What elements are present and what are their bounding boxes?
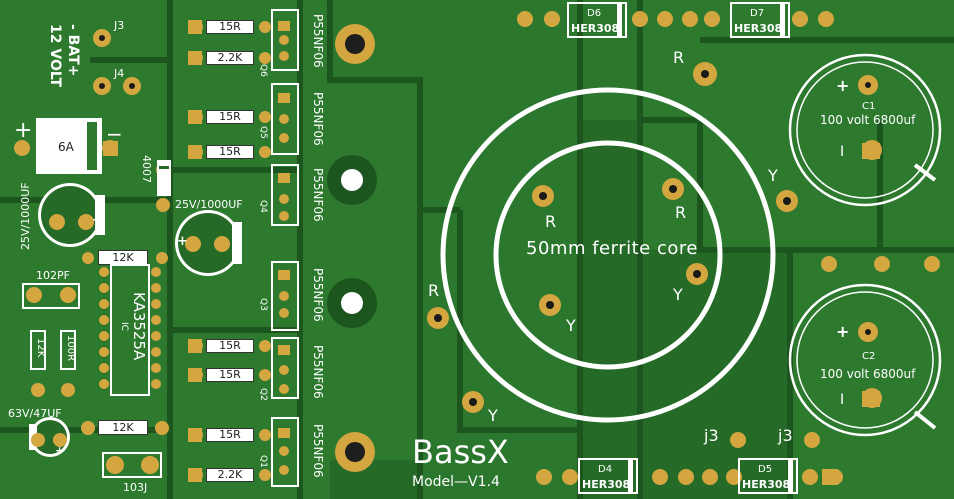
diode-d6-body: D6 HER308 [567, 2, 627, 38]
diode-d6-part: HER308 [571, 22, 620, 35]
resistor-15r-q5a: 15R [206, 110, 254, 124]
transformer-r-outer-top: R [673, 48, 685, 67]
diode-d5-body: D5 HER308 [738, 458, 798, 494]
fuse-rating: 6A [58, 140, 74, 154]
diode-4007-body [157, 160, 171, 196]
c2-plus-mark: + [836, 322, 850, 341]
diode-d4-body: D4 HER308 [578, 458, 638, 494]
resistor-12k-bottom: 12K [98, 420, 148, 435]
cap-63v-plus: + [55, 444, 65, 457]
diode-d5-part: HER308 [742, 478, 791, 491]
mosfet-q4-label: Q4 [258, 200, 268, 213]
mosfet-q1-part: P55NF06 [311, 424, 325, 478]
c2-name: C2 [862, 351, 876, 362]
mosfet-q5-label: Q5 [258, 126, 268, 139]
c1-name: C1 [862, 101, 876, 112]
mosfet-q6-label: Q6 [258, 64, 268, 77]
brand-model: Model—V1.4 [412, 474, 500, 490]
resistor-100r-vertical-label: 100R [65, 335, 76, 362]
mosfet-q3-part: P55NF06 [311, 268, 325, 322]
resistor-15r-q2b: 15R [206, 368, 254, 382]
mosfet-q5-part: P55NF06 [311, 92, 325, 146]
cap-25v-left-plus: + [92, 213, 103, 228]
diode-d7-body: D7 HER308 [730, 2, 790, 38]
ic-part-label: KA3525A [130, 292, 148, 361]
cap-102-body [22, 283, 80, 309]
c1-pin-mark: I [840, 144, 845, 160]
cap-103j-body [102, 452, 162, 478]
resistor-15r-q2a: 15R [206, 339, 254, 353]
transformer-y-inner-bottom: Y [566, 316, 576, 335]
resistor-15r-q1: 15R [206, 428, 254, 442]
cap-63v-label: 63V/47UF [8, 407, 62, 420]
transformer-r-inner-right: R [675, 203, 687, 222]
fuse-body: 6A [36, 118, 102, 174]
cap-103j-label: 103J [123, 481, 148, 494]
diode-d6-label: D6 [587, 8, 602, 19]
ic-ka3525a-body: KA3525A IC [110, 264, 150, 396]
jumper-j4-label: J4 [114, 67, 125, 80]
fuse-plus-mark: + [14, 118, 33, 143]
battery-label-polarity: - BAT+ [65, 24, 81, 77]
mosfet-q3-label: Q3 [258, 298, 268, 311]
mosfet-q1-label: Q1 [258, 455, 268, 468]
resistor-15r-q5b: 15R [206, 145, 254, 159]
jumper-j3-bottom-2: j3 [778, 426, 793, 445]
diode-d7-label: D7 [750, 8, 765, 19]
diode-d7-part: HER308 [734, 22, 783, 35]
mosfet-q6-part: P55NF06 [311, 14, 325, 68]
c1-value: 100 volt 6800uf [820, 113, 916, 127]
c2-value: 100 volt 6800uf [820, 367, 916, 381]
resistor-15r-q6: 15R [206, 20, 254, 34]
transformer-y-outer-bottom: Y [488, 406, 498, 425]
transformer-r-inner-left: R [545, 212, 557, 231]
jumper-j3-label: J3 [114, 19, 125, 32]
brand-name: BassX [412, 433, 509, 471]
fuse-minus-mark: − [106, 122, 123, 146]
battery-label-voltage: 12 VOLT [47, 24, 63, 87]
diode-d4-label: D4 [598, 464, 613, 475]
cap-25v-mid-plus: + [177, 234, 188, 249]
ic-tag-label: IC [119, 322, 129, 331]
resistor-100r-vertical: 100R [60, 330, 76, 370]
resistor-12k-vertical: 12K [30, 330, 46, 370]
diode-d4-part: HER308 [582, 478, 631, 491]
resistor-2k2-q1: 2.2K [206, 468, 254, 482]
transformer-y-inner-right: Y [673, 285, 683, 304]
diode-4007-label: 4007 [140, 155, 153, 183]
cap-25v-mid-label: 25V/1000UF [175, 198, 243, 211]
mosfet-q2-label: Q2 [258, 388, 268, 401]
cap-25v-left-label: 25V/1000UF [19, 182, 32, 250]
c1-plus-mark: + [836, 76, 850, 95]
mosfet-q2-part: P55NF06 [311, 345, 325, 399]
diode-d5-label: D5 [758, 464, 773, 475]
cap-102-label: 102PF [36, 269, 70, 282]
jumper-j3-bottom-1: j3 [704, 426, 719, 445]
mosfet-q4-part: P55NF06 [311, 168, 325, 222]
transformer-y-outer-right: Y [768, 166, 778, 185]
transformer-core-label: 50mm ferrite core [526, 238, 698, 259]
c2-pin-mark: I [840, 392, 845, 408]
transformer-r-outer-left: R [428, 281, 440, 300]
resistor-12k-top: 12K [98, 250, 148, 265]
resistor-12k-vertical-label: 12K [35, 338, 46, 358]
resistor-2k2-q6: 2.2K [206, 51, 254, 65]
